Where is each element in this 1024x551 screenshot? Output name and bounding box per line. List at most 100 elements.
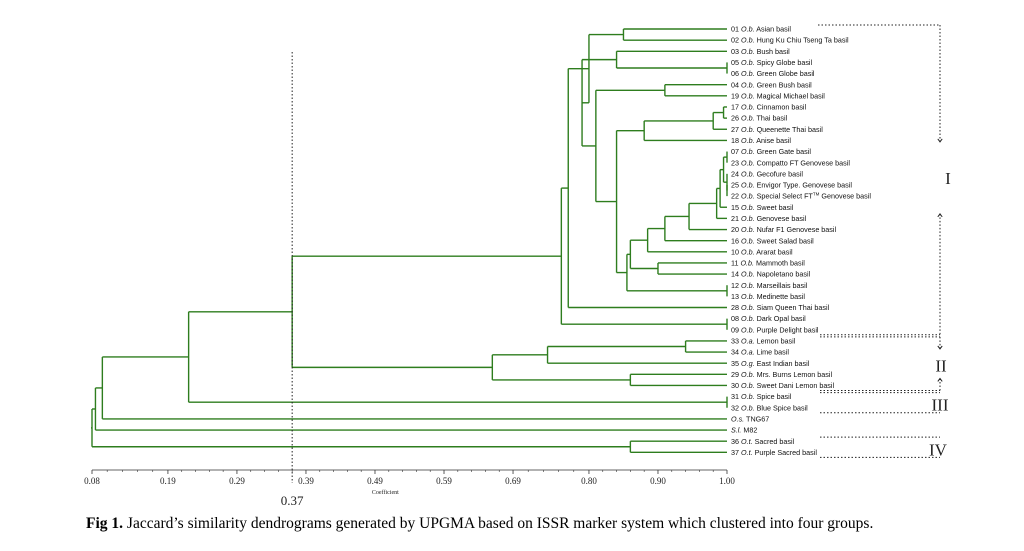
axis-tick-label: 0.08 (84, 476, 100, 486)
leaf-label: 27 O.b. Queenette Thai basil (731, 125, 823, 134)
leaf-species: O.b. (741, 314, 755, 323)
leaf-code: 31 (731, 392, 741, 401)
leaf-code: 37 (731, 448, 741, 457)
leaf-species: O.b. (741, 225, 755, 234)
leaf-name-suffix: Genovese basil (819, 192, 871, 201)
leaf-species: O.t. (741, 448, 753, 457)
leaf-code: 08 (731, 314, 741, 323)
dendrogram: 01 O.b. Asian basil 02 O.b. Hung Ku Chiu … (84, 24, 951, 508)
leaf-name: Purple Sacred basil (753, 448, 818, 457)
leaf-name: Anise basil (755, 136, 792, 145)
leaf-name: Medinette basil (755, 292, 806, 301)
leaf-species: O.b. (740, 259, 754, 268)
leaf-species: O.b. (741, 403, 755, 412)
leaf-label: 02 O.b. Hung Ku Chiu Tseng Ta basil (731, 36, 849, 45)
leaf-code: 30 (731, 381, 741, 390)
leaf-species: O.b. (741, 80, 755, 89)
leaf-species: O.b. (741, 236, 755, 245)
leaf-code: 21 (731, 214, 741, 223)
leaf-code: 05 (731, 58, 741, 67)
leaf-label: S.l. M82 (731, 426, 757, 435)
dendrogram-branches (91, 28, 728, 454)
leaf-name: Marseillais basil (755, 281, 808, 290)
leaf-name: Purple Delight basil (755, 325, 819, 334)
leaf-label: 21 O.b. Genovese basil (731, 214, 807, 223)
leaf-label: 31 O.b. Spice basil (731, 392, 792, 401)
leaf-name: Blue Spice basil (755, 403, 809, 412)
leaf-label: 01 O.b. Asian basil (731, 25, 791, 34)
leaf-label: 25 O.b. Envigor Type. Genovese basil (731, 181, 852, 190)
leaf-name: Spicy Globe basil (755, 58, 813, 67)
leaf-name: Napoletano basil (755, 270, 811, 279)
leaf-code: 24 (731, 169, 741, 178)
leaf-label: 33 O.a. Lemon basil (731, 337, 796, 346)
leaf-code: 27 (731, 125, 741, 134)
leaf-name: Bush basil (755, 47, 791, 56)
leaf-species: O.g. (741, 359, 755, 368)
leaf-species: O.b. (741, 169, 755, 178)
caption-text: Jaccard’s similarity dendrograms generat… (123, 515, 874, 532)
leaf-label: 19 O.b. Magical Michael basil (731, 91, 825, 100)
leaf-label: 06 O.b. Green Globe basil (731, 69, 815, 78)
leaf-code: 33 (731, 337, 741, 346)
axis-tick-label: 0.29 (229, 476, 245, 486)
leaf-name: Sacred basil (753, 437, 795, 446)
leaf-name: Spice basil (755, 392, 792, 401)
leaf-label: 09 O.b. Purple Delight basil (731, 325, 819, 334)
caption-label: Fig 1. (86, 515, 124, 532)
leaf-label: 05 O.b. Spicy Globe basil (731, 58, 813, 67)
leaf-name: Cinnamon basil (755, 103, 807, 112)
leaf-label: 10 O.b. Ararat basil (731, 247, 793, 256)
leaf-name: Mrs. Burns Lemon basil (755, 370, 833, 379)
axis-tick-label: 1.00 (719, 476, 735, 486)
leaf-name: Gecofure basil (755, 169, 804, 178)
leaf-label: 32 O.b. Blue Spice basil (731, 403, 808, 412)
leaf-label: 04 O.b. Green Bush basil (731, 80, 812, 89)
leaf-species: O.b. (741, 203, 755, 212)
leaf-species: O.b. (741, 392, 755, 401)
axis-tick-label: 0.80 (581, 476, 597, 486)
leaf-code: 13 (731, 292, 741, 301)
leaf-label: 08 O.b. Dark Opal basil (731, 314, 806, 323)
leaf-label: 14 O.b. Napoletano basil (731, 270, 811, 279)
bracket-arrow (937, 138, 943, 143)
leaf-name: Green Globe basil (755, 69, 815, 78)
leaf-code: 23 (731, 158, 741, 167)
leaf-species: O.b. (741, 136, 755, 145)
leaf-code: 25 (731, 181, 741, 190)
leaf-name: Siam Queen Thai basil (755, 303, 830, 312)
leaf-code: 16 (731, 236, 741, 245)
axis-tick-label: 0.49 (367, 476, 383, 486)
leaf-species: O.b. (741, 381, 755, 390)
leaf-label: 37 O.t. Purple Sacred basil (731, 448, 817, 457)
leaf-name: Magical Michael basil (755, 91, 826, 100)
leaf-species: S.l. (731, 426, 741, 435)
leaf-code: 07 (731, 147, 741, 156)
leaf-name: Sweet Dani Lemon basil (755, 381, 835, 390)
leaf-code: 18 (731, 136, 741, 145)
leaf-label: 36 O.t. Sacred basil (731, 437, 795, 446)
leaf-name: Ararat basil (755, 247, 793, 256)
leaf-label: 11 O.b. Mammoth basil (731, 259, 805, 268)
leaf-name: Envigor Type. Genovese basil (755, 181, 853, 190)
leaf-label: 29 O.b. Mrs. Burns Lemon basil (731, 370, 832, 379)
leaf-species: O.b. (741, 247, 755, 256)
leaf-species: O.b. (741, 103, 755, 112)
leaf-species: O.b. (741, 181, 755, 190)
bracket-arrow (937, 345, 943, 350)
leaf-code: 11 (731, 259, 740, 268)
leaf-label: 15 O.b. Sweet basil (731, 203, 794, 212)
axis-tick-label: 0.19 (160, 476, 176, 486)
leaf-label: 34 O.a. Lime basil (731, 348, 789, 357)
leaf-code: 04 (731, 80, 741, 89)
leaf-name: TNG67 (744, 415, 769, 424)
leaf-code: 17 (731, 103, 741, 112)
leaf-label: 17 O.b. Cinnamon basil (731, 103, 807, 112)
leaf-name: Asian basil (755, 25, 792, 34)
bracket-arrow (937, 377, 943, 382)
leaf-code: 26 (731, 114, 741, 123)
leaf-label: 07 O.b. Green Gate basil (731, 147, 811, 156)
leaf-label: 24 O.b. Gecofure basil (731, 169, 803, 178)
figure-caption: Fig 1. Jaccard’s similarity dendrograms … (86, 515, 986, 533)
leaf-species: O.b. (741, 25, 755, 34)
